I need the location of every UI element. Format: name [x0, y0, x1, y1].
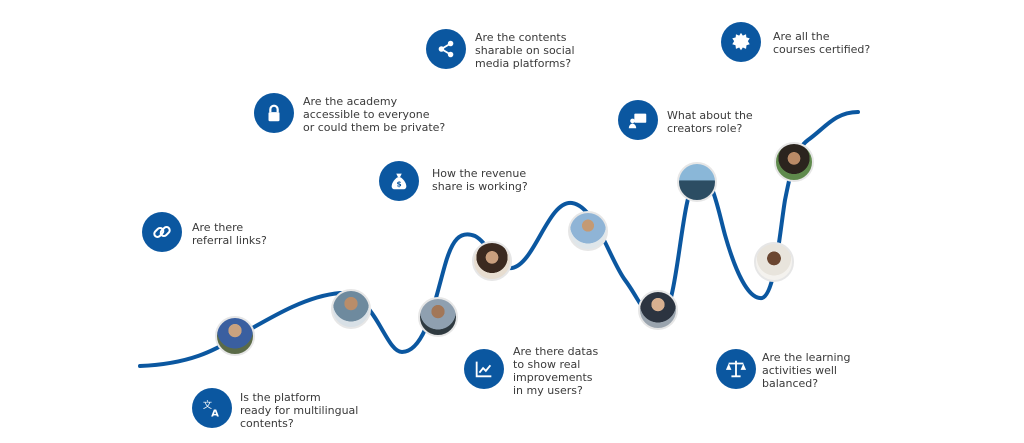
- question-text: Is the platform ready for multilingual c…: [240, 391, 359, 430]
- avatar: [774, 142, 814, 182]
- avatar: [568, 211, 608, 251]
- avatar: [638, 290, 678, 330]
- balance-scale-icon: [716, 349, 756, 389]
- question-text: Are there datas to show real improvement…: [513, 345, 599, 397]
- presenter-board-icon: [618, 100, 658, 140]
- question-text: Are there referral links?: [192, 221, 267, 247]
- question-text: Are the academy accessible to everyone o…: [303, 95, 446, 134]
- question-text: Are the contents sharable on social medi…: [475, 31, 575, 70]
- avatar: [331, 289, 371, 329]
- svg-text:文: 文: [203, 399, 212, 411]
- question-text: How the revenue share is working?: [432, 167, 528, 193]
- avatar: [754, 242, 794, 282]
- avatar: [472, 241, 512, 281]
- line-chart-icon: [464, 349, 504, 389]
- share-icon: [426, 29, 466, 69]
- avatar: [677, 162, 717, 202]
- svg-text:A: A: [211, 408, 219, 419]
- question-text: Are all the courses certified?: [773, 30, 871, 56]
- link-icon: [142, 212, 182, 252]
- avatar: [215, 316, 255, 356]
- lock-icon: [254, 93, 294, 133]
- question-text: Are the learning activities well balance…: [762, 351, 851, 390]
- svg-text:$: $: [396, 180, 401, 189]
- money-bag-icon: $: [379, 161, 419, 201]
- question-text: What about the creators role?: [667, 109, 753, 135]
- avatar: [418, 297, 458, 337]
- certificate-badge-icon: [721, 22, 761, 62]
